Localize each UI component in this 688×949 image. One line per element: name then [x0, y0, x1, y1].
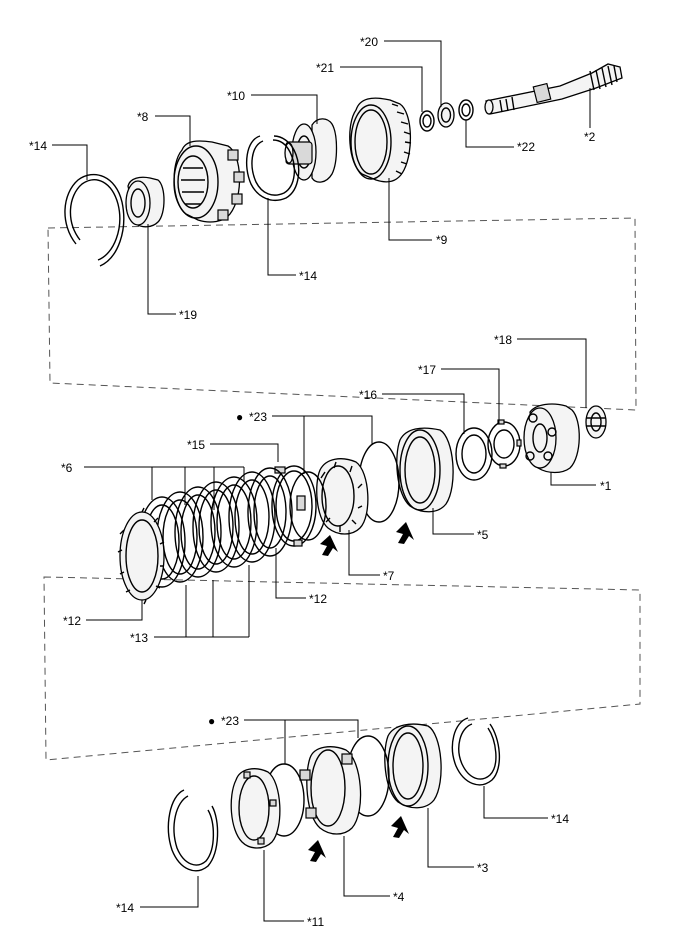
o-ring-23-inner [289, 471, 327, 541]
label-8: *8 [137, 110, 149, 124]
label-12-left: *12 [63, 614, 81, 628]
input-shaft [484, 63, 623, 115]
label-4: *4 [393, 890, 405, 904]
arrow-icon [391, 816, 409, 838]
label-21: *21 [316, 61, 334, 75]
label-7: *7 [383, 569, 395, 583]
arrow-icon [320, 535, 338, 556]
snap-ring-top-left [64, 173, 125, 267]
clutch-piston-5 [396, 427, 454, 513]
label-1: *1 [600, 479, 612, 493]
needle-bearing-18 [585, 405, 607, 439]
label-22: *22 [517, 140, 535, 154]
label-5: *5 [477, 528, 489, 542]
bullet-marker: ● [236, 410, 243, 424]
label-18: *18 [494, 333, 512, 347]
label-14-bottom-right: *14 [551, 812, 569, 826]
label-17: *17 [418, 363, 436, 377]
clutch-cylinder-4 [299, 746, 362, 835]
label-11: *11 [307, 915, 324, 929]
thrust-washer-16 [455, 427, 493, 481]
arrow-icon [308, 840, 326, 862]
label-2: *2 [584, 130, 596, 144]
snap-ring-bottom-left [167, 789, 219, 872]
label-16: *16 [359, 388, 377, 402]
label-14-bottom-left: *14 [116, 901, 134, 915]
leader-lines [52, 40, 596, 922]
bearing-race-21 [419, 110, 435, 132]
snap-ring-bottom-right [451, 717, 501, 786]
clutch-pack [117, 467, 293, 605]
bullet-marker: ● [208, 714, 215, 728]
label-14-top-center: *14 [299, 269, 317, 283]
label-13: *13 [130, 631, 148, 645]
snap-ring-top-center [245, 135, 300, 202]
spring-retainer-11 [230, 768, 281, 849]
arrow-icon [396, 522, 414, 544]
label-15: *15 [187, 438, 205, 452]
label-3: *3 [477, 861, 489, 875]
label-10: *10 [227, 89, 245, 103]
thrust-plate-17 [487, 419, 522, 469]
label-20: *20 [360, 35, 378, 49]
needle-bearing-19 [125, 176, 165, 228]
piston-drum-3 [384, 723, 442, 809]
label-6: *6 [61, 461, 73, 475]
dashed-group-outline-lower [43, 576, 641, 761]
forward-clutch-hub [284, 118, 338, 183]
snap-ring-15 [271, 465, 317, 547]
return-spring-assembly-7 [316, 458, 369, 535]
thrust-washer-22 [458, 99, 474, 121]
label-23-middle: *23 [249, 410, 267, 424]
ring-gear [349, 97, 412, 183]
dashed-group-outline-upper [47, 217, 637, 411]
label-12-right: *12 [309, 592, 327, 606]
thrust-bearing-20 [437, 102, 455, 128]
label-23-bottom: *23 [221, 714, 239, 728]
label-14-top-left: *14 [29, 139, 47, 153]
label-9: *9 [436, 233, 448, 247]
planetary-carrier [523, 403, 580, 474]
one-way-clutch-drum [173, 140, 245, 223]
label-19: *19 [179, 308, 197, 322]
